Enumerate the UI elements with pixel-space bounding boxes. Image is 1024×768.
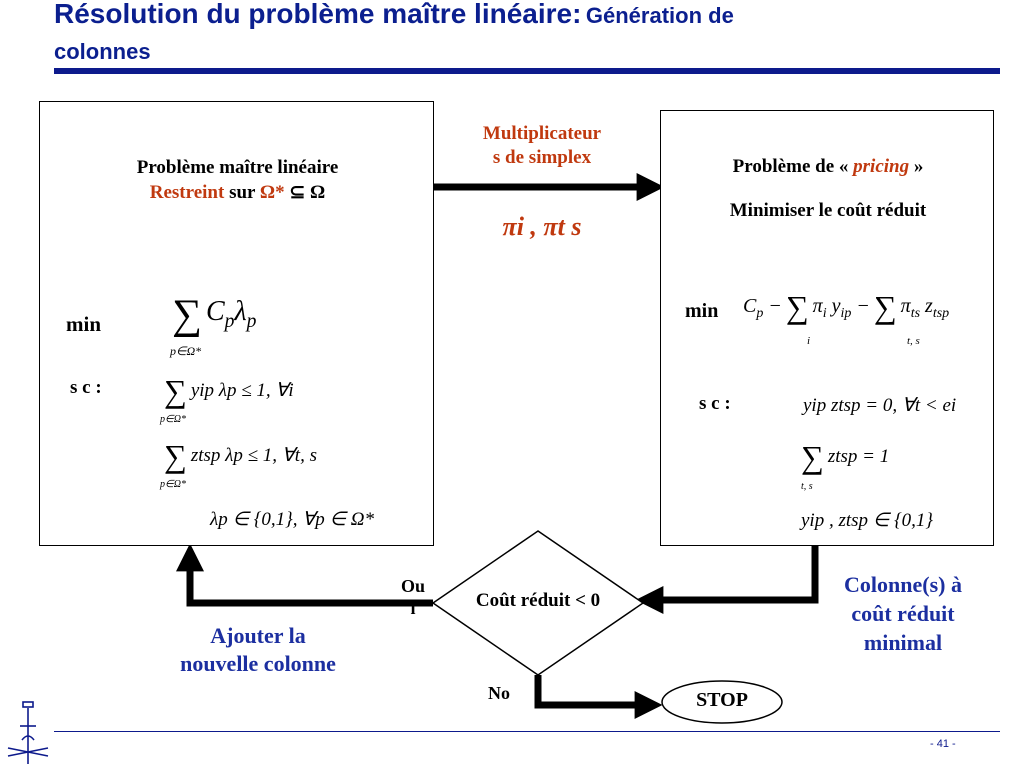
pricing-sum2-under: t, s xyxy=(907,335,920,347)
constraint-1: ∑ yip λp ≤ 1, ∀i xyxy=(164,373,294,409)
arrow-to-decision xyxy=(635,545,819,614)
pricing-subheading: Minimiser le coût réduit xyxy=(729,200,927,221)
stop-ellipse xyxy=(661,680,783,724)
constraint-2-under: p∈Ω* xyxy=(160,479,186,490)
master-min-label: min xyxy=(66,312,102,336)
arrow-no xyxy=(534,675,663,719)
page-title: Résolution du problème maître linéaire: … xyxy=(54,0,1014,65)
pi-expression: πi , πt s xyxy=(502,212,582,241)
decision-no: No xyxy=(488,683,510,703)
page-number: - 41 - xyxy=(930,738,956,750)
master-restricted-line: Restreint sur Ω* ⊆ Ω xyxy=(40,181,435,204)
master-objective: ∑ Cpλp xyxy=(172,292,257,338)
omega-star: Ω* xyxy=(259,182,285,203)
subset-symbol: ⊆ xyxy=(289,182,306,203)
pricing-problem-box: Problème de « pricing » Minimiser le coû… xyxy=(660,110,994,546)
pricing-min-label: min xyxy=(685,300,719,322)
restricted-word: Restreint xyxy=(149,182,225,203)
pricing-constraint-3: yip , ztsp ∈ {0,1} xyxy=(801,510,934,531)
pricing-constraint-2-under: t, s xyxy=(801,481,813,492)
stop-label: STOP xyxy=(696,689,748,711)
title-main: Résolution du problème maître linéaire: xyxy=(54,0,582,29)
constraint-1-under: p∈Ω* xyxy=(160,414,186,425)
pricing-constraint-1: yip ztsp = 0, ∀t < ei xyxy=(803,395,957,416)
objective-sum-under: p∈Ω* xyxy=(170,344,202,358)
multipliers-label: Multiplicateur s de simplex xyxy=(482,123,602,168)
master-problem-box: Problème maître linéaire Restreint sur Ω… xyxy=(39,101,434,546)
sur-word: sur xyxy=(229,182,256,203)
master-heading: Problème maître linéaire xyxy=(136,157,339,178)
decision-label: Coût réduit < 0 xyxy=(475,590,601,611)
title-rule xyxy=(54,68,1000,74)
title-sub: Génération de xyxy=(585,3,734,28)
pricing-sum1-under: i xyxy=(807,335,811,347)
add-column-label: Ajouter la nouvelle colonne xyxy=(180,623,336,676)
sum-symbol: ∑ xyxy=(172,292,202,338)
constraint-2: ∑ ztsp λp ≤ 1, ∀t, s xyxy=(164,438,317,474)
decision-diamond xyxy=(431,530,645,676)
pricing-word: pricing xyxy=(853,156,910,177)
min-cost-columns-label: Colonne(s) à coût réduit minimal xyxy=(844,572,962,655)
title-sub-line2: colonnes xyxy=(54,39,151,64)
pricing-sc-label: s c : xyxy=(699,393,731,414)
pricing-heading: Problème de « pricing » xyxy=(732,156,924,177)
arrow-yes xyxy=(176,543,433,607)
footer-rule xyxy=(54,731,1000,732)
logo-icon xyxy=(7,701,49,764)
decision-yes: Ou i xyxy=(400,576,425,618)
master-sc-label: s c : xyxy=(70,377,102,398)
pricing-constraint-2: ∑ ztsp = 1 xyxy=(801,439,890,475)
pricing-objective: Cp − ∑ πi yip − ∑ πts ztsp xyxy=(743,289,950,325)
omega: Ω xyxy=(310,182,326,203)
constraint-3: λp ∈ {0,1}, ∀p ∈ Ω* xyxy=(210,509,375,530)
